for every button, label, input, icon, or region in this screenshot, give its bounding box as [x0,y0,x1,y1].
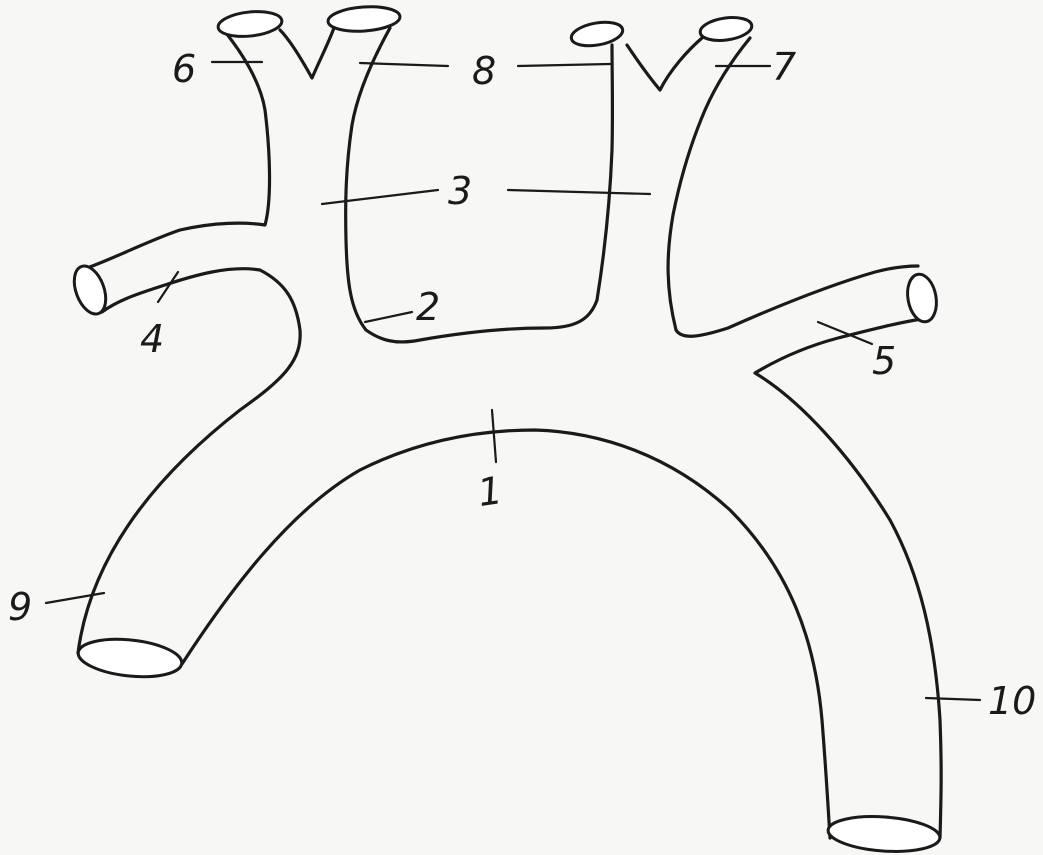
opening-left-upper-branch-6 [217,9,283,40]
label-5: 5 [872,339,896,383]
opening-right-side-branch-5 [904,272,940,324]
leader-8-right [518,64,610,66]
opening-right-upper-branch-8 [569,19,624,50]
label-6: 6 [172,47,196,91]
label-2: 2 [416,285,440,329]
label-7: 7 [772,45,796,89]
left-bifurcation-crotch [280,25,335,78]
right-trunk-inner-wall [597,45,612,300]
leader-3-left [322,190,438,204]
arch-outer-wall-left [78,269,300,653]
right-bifurcation-crotch [627,38,702,90]
leader-1 [492,410,496,462]
label-1: 1 [475,468,505,515]
label-4: 4 [140,317,164,361]
opening-right-upper-branch-7 [699,14,754,43]
leader-10 [926,698,980,700]
label-3-left: 3 [448,169,472,213]
arch-inner-wall [182,430,830,838]
label-9: 9 [8,585,32,629]
opening-left-lower-end-9 [76,635,183,682]
label-8: 8 [472,49,496,93]
leader-3-right [508,190,650,194]
leader-2 [365,312,412,322]
leader-9 [46,593,104,603]
opening-right-lower-end-10 [827,813,941,855]
leader-8-left [360,63,448,66]
label-10: 10 [988,679,1036,723]
